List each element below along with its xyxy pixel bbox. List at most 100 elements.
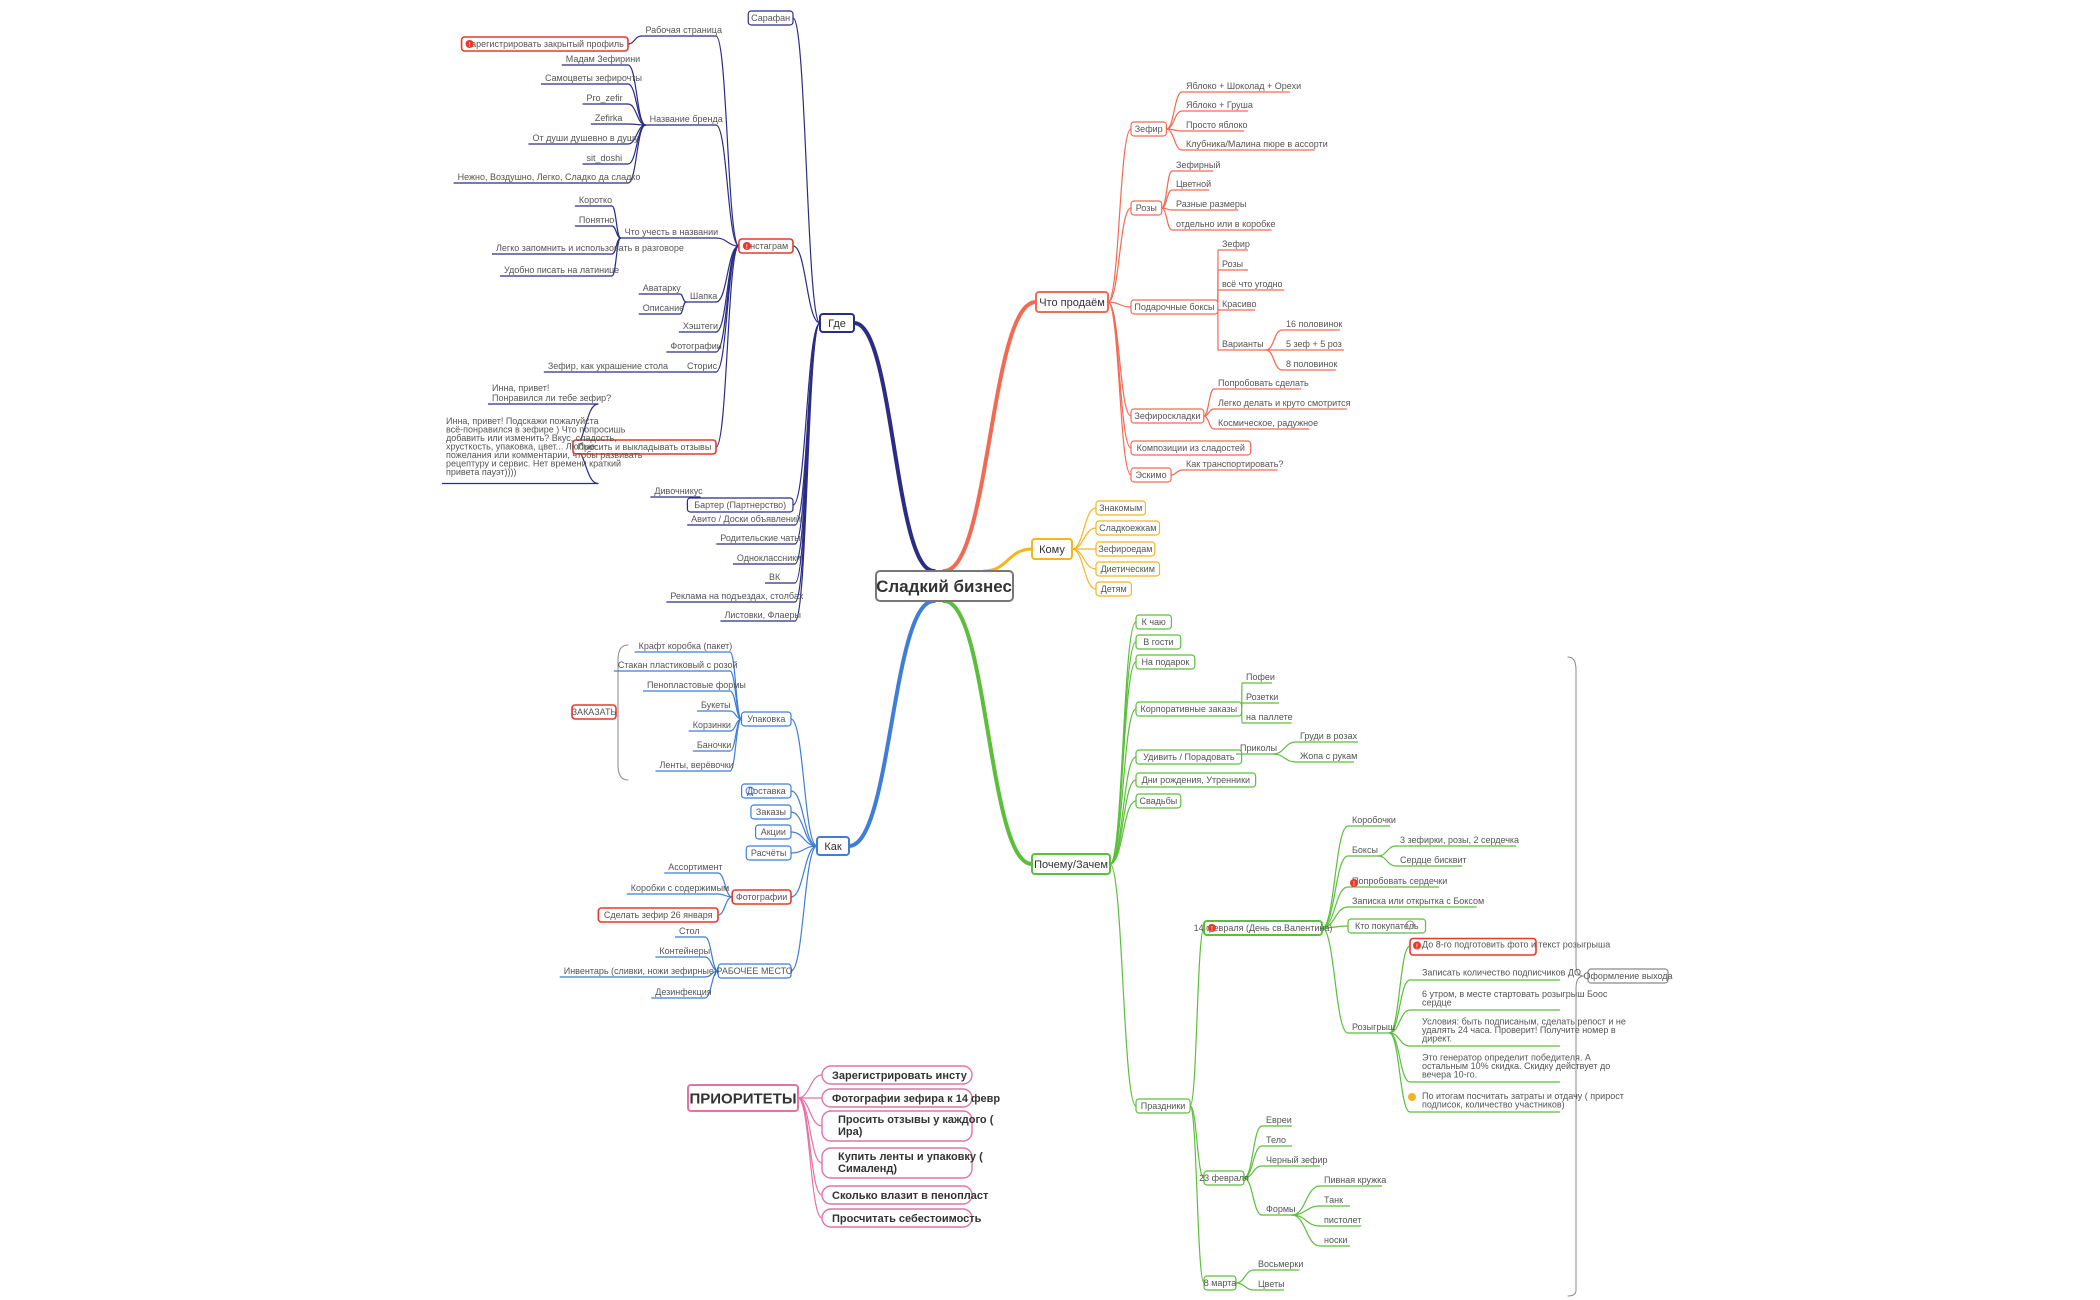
roses-option-label: отдельно или в коробке <box>1176 219 1275 229</box>
chto-item-rozy[interactable]: Розы <box>1130 200 1163 216</box>
gde-item-barter[interactable]: Бартер (Партнерство) <box>686 497 794 513</box>
naming-rule: Понятно <box>574 215 614 227</box>
chto-item-kompozicii[interactable]: Композиции из сладостей <box>1130 440 1252 456</box>
instagram-rabochaya: Рабочая страница <box>641 25 722 37</box>
photo-task-node[interactable]: Сделать зефир 26 января <box>597 907 719 923</box>
roses-option: Цветной <box>1172 179 1211 191</box>
audience-item[interactable]: Сладкоежкам <box>1095 520 1161 536</box>
chto-item-zefir[interactable]: Зефир <box>1130 121 1168 137</box>
stories-idea-label: Зефир, как украшение стола <box>548 361 668 371</box>
brand-name-option-label: От души душевно в душу <box>532 133 639 143</box>
audience-item[interactable]: Знакомым <box>1095 500 1147 516</box>
priority-item[interactable]: Сколько влазит в пенопласт <box>821 1185 989 1205</box>
brand-name-option: От души душевно в душу <box>528 133 639 145</box>
priority-item[interactable]: Зарегистрировать инсту <box>821 1065 973 1085</box>
gde-item-sarafan[interactable]: Сарафан <box>747 10 794 26</box>
alert-icon-mark: ! <box>1353 881 1355 888</box>
kak-item-dostavka[interactable]: Доставка <box>740 783 792 799</box>
gift-box-content-label: Розы <box>1222 259 1243 269</box>
summary-design-node[interactable]: Оформление выхода <box>1583 968 1673 984</box>
roses-option: Зефирный <box>1172 160 1220 172</box>
packaging-option: Крафт коробка (пакет) <box>634 641 732 653</box>
chto-item-eskimo[interactable]: Эскимо <box>1130 467 1172 483</box>
kak-item-rabochee[interactable]: РАБОЧЕЕ МЕСТО <box>716 963 793 979</box>
reason-den_rozhdeniya[interactable]: Дни рождения, Утренники <box>1135 772 1257 788</box>
order-summary-node[interactable]: ЗАКАЗАТЬ <box>571 704 617 720</box>
review-message-short: Инна, привет!Понравился ли тебе зефир? <box>488 383 611 405</box>
roses-option-label: Зефирный <box>1176 160 1220 170</box>
chto-item-podarochnye-label: Подарочные боксы <box>1134 302 1214 312</box>
holiday-feb14[interactable]: 14 февраля (День св.Валентина) <box>1194 920 1333 936</box>
gift-box-content: Розы <box>1218 259 1248 271</box>
instagram-otzyvy[interactable]: Просить и выкладывать отзывы <box>572 439 717 455</box>
zefiroskaz-note: Легко делать и круто смотрится <box>1214 398 1351 410</box>
branch-kak[interactable]: Как <box>816 836 850 856</box>
reason-udivit[interactable]: Удивить / Порадовать <box>1135 749 1243 765</box>
priority-item[interactable]: Просить отзывы у каждого (Ира) <box>821 1110 994 1142</box>
kak-item-fotografii-label: Фотографии <box>736 892 787 902</box>
barter-leaf: Дивочникус <box>650 486 703 498</box>
branch-gde-label: Где <box>828 318 846 330</box>
reason-korporativnye[interactable]: Корпоративные заказы <box>1135 701 1243 717</box>
giveaway-step-label: До 8-го подготовить фото и текст розыгры… <box>1422 940 1610 950</box>
holiday-mar8[interactable]: 8 марта <box>1203 1275 1237 1291</box>
branch-gde[interactable]: Где <box>819 313 855 333</box>
kak-item-raschety[interactable]: Расчёты <box>745 845 792 861</box>
holiday-feb23[interactable]: 23 февраля <box>1199 1170 1249 1186</box>
branch-chto[interactable]: Что продаём <box>1035 291 1109 313</box>
brand-name-option-label: sit_doshi <box>587 153 623 163</box>
variants-node-label: Варианты <box>1222 339 1264 349</box>
workplace-leaf: Контейнеры <box>655 946 710 958</box>
reason-na_podarok-label: На подарок <box>1141 657 1189 667</box>
kak-item-fotografii[interactable]: Фотографии <box>731 889 792 905</box>
jokes-node-label: Приколы <box>1240 743 1277 753</box>
priority-item[interactable]: Фотографии зефира к 14 февр <box>821 1088 1000 1108</box>
brand-name-option: sit_doshi <box>582 153 628 165</box>
gde-item-listovki: Листовки, Флаеры <box>720 610 801 622</box>
branch-pochemu[interactable]: Почему/Зачем <box>1031 853 1111 875</box>
zefir-flavor-label: Клубника/Малина пюре в ассорти <box>1186 139 1328 149</box>
reason-na_podarok[interactable]: На подарок <box>1135 654 1196 670</box>
reason-udivit-label: Удивить / Порадовать <box>1143 752 1235 762</box>
chto-item-eskimo-label: Эскимо <box>1135 470 1166 480</box>
naming-rule-label: Коротко <box>579 195 612 205</box>
reason-svadby[interactable]: Свадьбы <box>1135 793 1182 809</box>
holiday-feb23-label: 23 февраля <box>1199 1173 1249 1183</box>
kak-item-cheki[interactable]: Акции <box>754 824 792 840</box>
audience-item[interactable]: Диетическим <box>1095 561 1161 577</box>
chto-item-zefiroskaz[interactable]: Зефироскладки <box>1130 408 1205 424</box>
giveaway-step: Условия: быть подписаным, сделать репост… <box>1410 1017 1626 1047</box>
priorities-root[interactable]: ПРИОРИТЕТЫ <box>687 1084 799 1112</box>
kak-item-zakazy[interactable]: Заказы <box>750 804 792 820</box>
chto-item-rozy-label: Розы <box>1136 203 1157 213</box>
reason-v_gosti[interactable]: В гости <box>1135 634 1182 650</box>
register-profile-node[interactable]: Зарегистрировать закрытый профиль <box>460 36 629 52</box>
audience-item[interactable]: Зефироедам <box>1095 541 1156 557</box>
priority-item[interactable]: Просчитать себестоимость <box>821 1208 982 1228</box>
photo-leaf: Ассортимент <box>664 862 723 874</box>
chto-item-podarochnye[interactable]: Подарочные боксы <box>1130 299 1219 315</box>
summary-bracket <box>617 644 629 781</box>
branch-komu[interactable]: Кому <box>1031 538 1073 560</box>
kak-item-cheki-label: Акции <box>761 827 786 837</box>
header-part-label: Аватарку <box>643 283 682 293</box>
mar8-item: Цветы <box>1254 1279 1285 1291</box>
gde-item-instagram[interactable]: Инстаграм <box>738 238 794 254</box>
brand-name-option-label: Zefirka <box>595 113 623 123</box>
gift-box-content: Красиво <box>1218 299 1256 311</box>
audience-item[interactable]: Детям <box>1095 581 1133 597</box>
feb23-item-label: Формы <box>1266 1204 1296 1214</box>
zefiroskaz-note-label: Легко делать и круто смотрится <box>1218 398 1351 408</box>
reason-prazdniki[interactable]: Праздники <box>1135 1098 1191 1114</box>
kak-item-upakovka[interactable]: Упаковка <box>740 711 792 727</box>
feb14-kto_pokupatel[interactable]: Кто покупатель <box>1347 918 1427 934</box>
central-topic[interactable]: Сладкий бизнес <box>875 570 1014 602</box>
brand-name-option: Мадам Зефирини <box>561 54 640 66</box>
priority-item[interactable]: Купить ленты и упаковку (Сималенд) <box>821 1147 983 1179</box>
roses-option-label: Цветной <box>1176 179 1211 189</box>
gift-box-content: Зефир <box>1218 239 1250 251</box>
reason-k_chayu[interactable]: К чаю <box>1135 614 1173 630</box>
kak-item-upakovka-label: Упаковка <box>747 714 785 724</box>
